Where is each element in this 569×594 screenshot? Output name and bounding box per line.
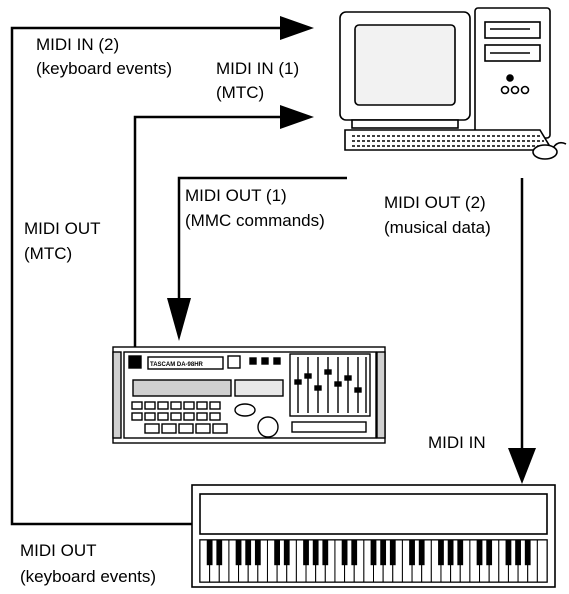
label-keyboard-events-in: (keyboard events) — [36, 59, 173, 78]
black-key — [206, 540, 213, 566]
black-key — [216, 540, 223, 566]
midi-in-1-line — [133, 115, 285, 347]
label-midi-in-keyboard: MIDI IN — [428, 433, 486, 452]
black-key — [274, 540, 280, 566]
black-key — [380, 540, 387, 566]
black-key — [524, 540, 531, 566]
arrow-midi-out-1 — [167, 298, 191, 341]
label-mtc-in: (MTC) — [216, 83, 265, 102]
arrow-midi-in-2 — [280, 16, 314, 40]
black-key — [245, 540, 252, 566]
arrow-midi-out-2 — [508, 448, 536, 484]
arrow-midi-in-1 — [280, 105, 314, 129]
black-key — [438, 540, 444, 566]
black-key — [322, 540, 329, 566]
black-key — [303, 540, 309, 566]
black-key — [476, 540, 483, 566]
black-key — [486, 540, 493, 566]
black-key — [409, 540, 415, 566]
black-key — [283, 540, 290, 566]
label-mmc-commands: (MMC commands) — [185, 211, 325, 230]
black-key — [341, 540, 348, 566]
black-key — [351, 540, 358, 566]
black-key — [235, 540, 242, 566]
black-key — [254, 540, 261, 566]
black-key — [515, 540, 521, 566]
label-midi-out-2: MIDI OUT (2) — [384, 193, 486, 212]
label-midi-out-mtc: MIDI OUT — [24, 219, 101, 238]
label-midi-in-1: MIDI IN (1) — [216, 59, 300, 78]
arrowheads — [167, 16, 536, 484]
label-midi-out-1: MIDI OUT (1) — [185, 186, 287, 205]
label-midi-out-keyboard: MIDI OUT — [20, 541, 97, 560]
computer-icon — [339, 7, 567, 160]
black-key — [505, 540, 512, 566]
white-key — [536, 539, 548, 583]
black-key — [370, 540, 377, 566]
label-midi-in-2: MIDI IN (2) — [36, 35, 120, 54]
midi-in-2-line — [10, 26, 285, 526]
recorder-brand: TASCAM DA-98HR — [150, 362, 204, 368]
label-musical-data: (musical data) — [384, 218, 491, 237]
connection-lines — [10, 26, 524, 526]
midi-out-1-line — [177, 176, 347, 300]
black-key — [312, 540, 319, 566]
black-key — [447, 540, 454, 566]
black-key — [457, 540, 464, 566]
multitrack-recorder-icon — [112, 346, 386, 444]
black-key — [418, 540, 425, 566]
black-key — [389, 540, 396, 566]
label-mtc-out: (MTC) — [24, 244, 73, 263]
keyboard-keys — [199, 539, 548, 583]
label-keyboard-events-out: (keyboard events) — [20, 567, 157, 586]
